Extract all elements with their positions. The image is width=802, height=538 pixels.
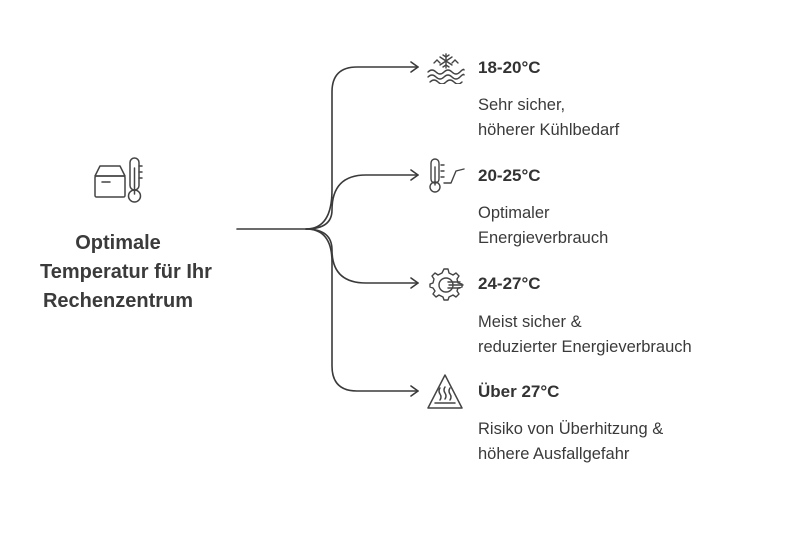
branch-4-description: Risiko von Überhitzung & höhere Ausfallg… [478, 417, 663, 467]
hot-surface-warning-icon [427, 374, 463, 409]
connector-branch-2 [305, 174, 419, 230]
branch-1-description-line: höherer Kühlbedarf [478, 121, 620, 139]
root-title-line: Temperatur für Ihr [40, 261, 212, 283]
branch-3-description-line: reduzierter Energieverbrauch [478, 338, 692, 356]
branch-1-title: 18-20°C [478, 58, 541, 77]
branch-2-description-line: Optimaler [478, 204, 550, 222]
arrowhead-1 [410, 61, 419, 73]
branch-3-description-line: Meist sicher & [478, 313, 582, 331]
branch-3-title: 24-27°C [478, 274, 541, 293]
connector-branch-3 [305, 228, 419, 284]
branch-4-description-line: höhere Ausfallgefahr [478, 445, 630, 463]
server-thermometer-icon [94, 157, 143, 203]
arrowhead-2 [410, 169, 419, 181]
branch-1-description-line: Sehr sicher, [478, 96, 566, 114]
branch-2-description: Optimaler Energieverbrauch [478, 201, 608, 251]
branch-4-title: Über 27°C [478, 382, 560, 401]
branch-3-description: Meist sicher & reduzierter Energieverbra… [478, 310, 692, 360]
root-title-line: Rechenzentrum [42, 290, 194, 312]
connector-branch-1 [305, 66, 419, 230]
connector-branch-4 [305, 228, 419, 392]
gear-wind-icon [429, 268, 464, 301]
arrowhead-3 [410, 277, 419, 289]
thermometer-trend-icon [429, 158, 465, 193]
snowflake-water-icon [427, 53, 465, 84]
root-title: Optimale Temperatur für Ihr Rechenzentru… [40, 229, 212, 316]
branch-2-description-line: Energieverbrauch [478, 229, 609, 247]
root-title-line: Optimale [75, 232, 161, 254]
branch-2-title: 20-25°C [478, 166, 541, 185]
branch-1-description: Sehr sicher, höherer Kühlbedarf [478, 93, 619, 143]
branch-4-description-line: Risiko von Überhitzung & [478, 420, 664, 438]
arrowhead-4 [410, 385, 419, 397]
